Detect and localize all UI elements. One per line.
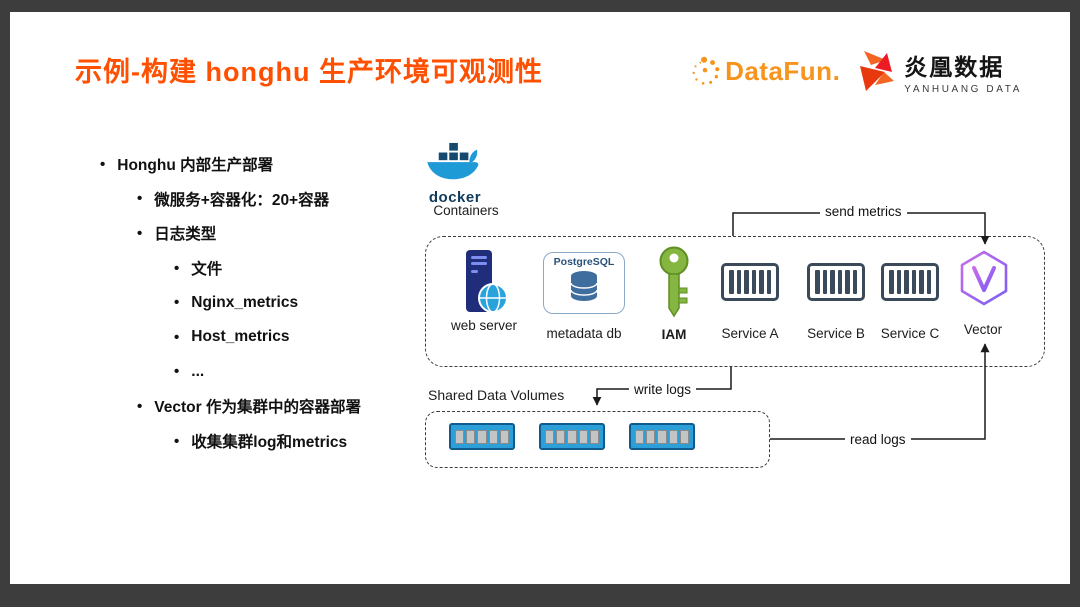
vector-icon: [960, 250, 1008, 306]
service-a-label: Service A: [721, 326, 779, 341]
yanhuang-en-text: YANHUANG DATA: [904, 84, 1022, 95]
vector-label: Vector: [963, 322, 1003, 337]
write-logs-label: write logs: [629, 381, 697, 398]
list-item-text: 日志类型: [154, 226, 217, 244]
web-server-icon: [466, 250, 508, 313]
volumes-boundary: [425, 411, 770, 468]
list-item: 收集集群log和metrics: [100, 424, 440, 459]
list-item: 微服务+容器化：20+容器: [100, 182, 440, 217]
list-item: 文件: [100, 251, 440, 286]
containers-label: Containers: [433, 203, 499, 218]
iam-label: IAM: [661, 327, 687, 342]
volume-icon: [629, 423, 695, 450]
yanhuang-text-block: 炎凰数据 YANHUANG DATA: [904, 48, 1022, 95]
container-icon: [721, 263, 779, 301]
phoenix-bird-icon: [860, 50, 895, 91]
volume-icon: [449, 423, 515, 450]
docker-wordmark: docker: [428, 189, 482, 206]
datafun-logo-text: DataFun.: [725, 56, 841, 86]
list-item: Host_metrics: [100, 320, 440, 355]
list-item-text: 微服务+容器化：20+容器: [154, 191, 330, 209]
datafun-swirl-icon: [692, 56, 720, 85]
list-item-text: Vector 作为集群中的容器部署: [154, 399, 361, 417]
list-item-text: Honghu 内部生产部署: [117, 157, 274, 175]
volume-icon: [539, 423, 605, 450]
list-item-text: Host_metrics: [191, 328, 290, 346]
list-item: ...: [100, 355, 440, 390]
container-icon: [881, 263, 939, 301]
docker-whale-icon: [427, 142, 479, 180]
yanhuang-logo: 炎凰数据 YANHUANG DATA: [856, 48, 1022, 95]
yanhuang-cn-text: 炎凰数据: [904, 54, 1005, 80]
send-metrics-label: send metrics: [820, 203, 907, 220]
service-c-label: Service C: [880, 326, 940, 341]
page-title: 示例-构建 honghu 生产环境可观测性: [75, 57, 543, 87]
volumes-label: Shared Data Volumes: [428, 387, 565, 403]
list-item: 日志类型: [100, 216, 440, 251]
metadata-db-label: metadata db: [546, 326, 622, 341]
service-b-label: Service B: [807, 326, 865, 341]
cluster-boundary: [425, 236, 1045, 367]
list-item: Honghu 内部生产部署: [100, 147, 440, 182]
list-item-text: Nginx_metrics: [191, 293, 299, 311]
list-item: Vector 作为集群中的容器部署: [100, 389, 440, 424]
database-cylinder-icon: [570, 271, 598, 301]
brand-bar: DataFun. 炎凰数据 YANHUANG DATA: [688, 48, 1022, 95]
web-server-label: web server: [450, 318, 518, 333]
list-item-text: 收集集群log和metrics: [191, 434, 348, 452]
postgres-icon: PostgreSQL: [543, 252, 625, 314]
container-icon: [807, 263, 865, 301]
list-item: Nginx_metrics: [100, 285, 440, 320]
docker-logo: docker: [420, 142, 490, 206]
list-item-text: 文件: [191, 261, 223, 279]
datafun-logo: DataFun.: [688, 55, 840, 89]
postgres-title: PostgreSQL: [553, 256, 615, 268]
iam-key-icon: [659, 246, 689, 318]
bullet-list: Honghu 内部生产部署 微服务+容器化：20+容器 日志类型 文件 Ngin…: [100, 147, 440, 458]
list-item-text: ...: [191, 362, 205, 380]
read-logs-label: read logs: [845, 431, 911, 448]
